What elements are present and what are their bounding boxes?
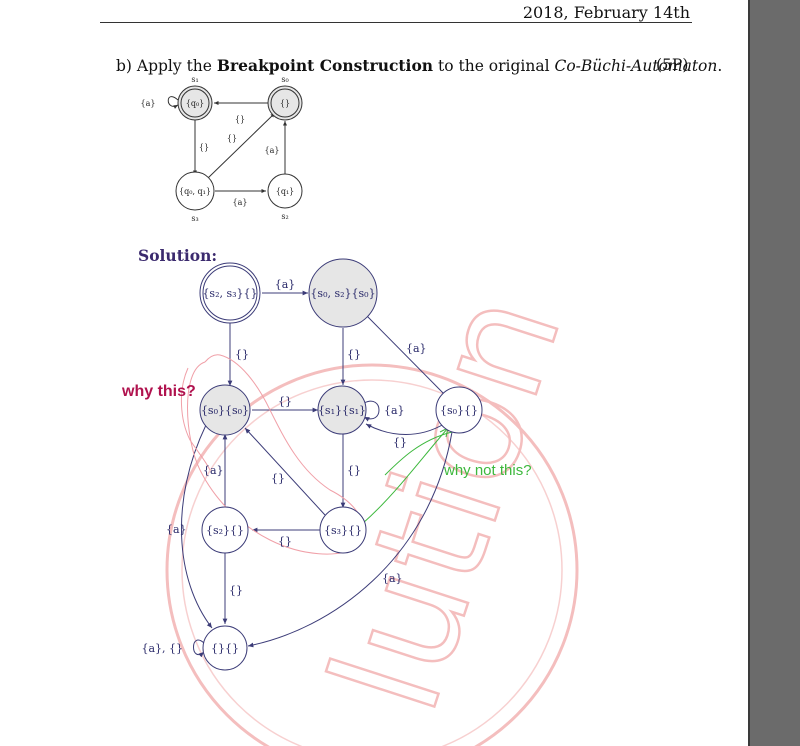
- orig-edge-self-loop: [167, 96, 179, 109]
- orig-edge-label-s1-s3: {}: [199, 143, 209, 152]
- edge-B-E: [366, 315, 448, 398]
- state-A-inner: [202, 265, 258, 321]
- edge-label-F-C: {a}: [203, 464, 224, 477]
- orig-state-s0: [267, 85, 303, 121]
- annotation-why-this: why this?: [121, 383, 196, 400]
- original-automaton: [167, 85, 303, 211]
- edge-label-G-C: {}: [271, 472, 285, 485]
- edge-label-A-C: {}: [235, 348, 249, 361]
- state-C-label: {s₀}{s₀}: [201, 404, 249, 417]
- original-labels: {q₀} s₁ {} s₀ {q₀, q₁} s₃ {q₁} s₂ {a} {}…: [141, 75, 295, 223]
- state-C: [199, 384, 251, 436]
- edge-label-C-H: {a}: [166, 523, 187, 536]
- state-E: [435, 386, 483, 434]
- solution-edge-labels: {a} {} {} {a} {} {a} {} {} {a} {} {} {} …: [141, 278, 426, 655]
- task-prefix: b) Apply the: [116, 57, 217, 75]
- solution-states: [199, 258, 483, 671]
- state-B-label: {s₀, s₂}{s₀}: [310, 287, 375, 300]
- task-suffix: .: [717, 57, 723, 75]
- solution-title: Solution:: [138, 246, 218, 265]
- task-statement: b) Apply the Breakpoint Construction to …: [116, 56, 722, 75]
- state-F-label: {s₂}{}: [206, 524, 244, 537]
- edge-D-loop: [363, 400, 380, 422]
- state-G-label: {s₃}{}: [324, 524, 362, 537]
- state-D: [317, 385, 367, 435]
- edge-label-E-D: {}: [393, 436, 407, 449]
- state-A-label: {s₂, s₃}{}: [202, 287, 257, 300]
- orig-label-s3: {q₀, q₁}: [179, 187, 211, 196]
- header-rule: [100, 22, 692, 23]
- orig-state-s0-inner: [270, 88, 300, 118]
- orig-name-s3: s₃: [191, 214, 198, 223]
- edge-H-loop: [193, 639, 205, 658]
- state-D-label: {s₁}{s₁}: [318, 404, 366, 417]
- diagram-canvas: lution {q₀} s₁ {} s₀: [121, 75, 597, 746]
- annotation-why-not-this: why not this?: [443, 462, 532, 479]
- header-date: 2018, February 14th: [522, 3, 690, 22]
- state-B: [308, 258, 378, 328]
- task-bold: Breakpoint Construction: [216, 56, 434, 75]
- task-italic: Co-Büchi-Automaton: [554, 57, 718, 75]
- edge-label-D-loop: {a}: [384, 404, 405, 417]
- edge-G-C: [244, 427, 326, 516]
- solution-state-labels: {s₂, s₃}{} {s₀, s₂}{s₀} {s₀}{s₀} {s₁}{s₁…: [201, 287, 478, 655]
- state-G: [319, 506, 367, 554]
- paper-page: 2018, February 14th b) Apply the Breakpo…: [0, 0, 750, 746]
- orig-loop-label: {a}: [141, 99, 156, 108]
- edge-label-C-D: {}: [278, 395, 292, 408]
- edge-E-D: [365, 423, 445, 435]
- solution-edges: [180, 290, 453, 658]
- edge-E-H: [247, 431, 453, 648]
- orig-edge-label-s3-s0: {}: [227, 134, 237, 143]
- state-E-label: {s₀}{}: [440, 404, 478, 417]
- task-points: (5P): [656, 56, 689, 74]
- edge-label-B-E: {a}: [406, 342, 427, 355]
- orig-label-s1: {q₀}: [186, 99, 205, 108]
- edge-label-D-G: {}: [347, 464, 361, 477]
- orig-state-s1-inner: [180, 88, 210, 118]
- green-arrow-trace: [384, 431, 453, 476]
- edge-label-F-H: {}: [229, 584, 243, 597]
- edge-label-A-B: {a}: [275, 278, 296, 291]
- orig-edge-label-s0-s1: {}: [235, 115, 245, 124]
- orig-label-s2: {q₁}: [276, 187, 295, 196]
- task-mid: to the original: [433, 57, 555, 75]
- orig-state-s1: [177, 85, 213, 121]
- orig-name-s2: s₂: [281, 212, 288, 221]
- state-H: [202, 625, 248, 671]
- edge-C-H: [180, 424, 213, 629]
- state-H-label: {}{}: [211, 642, 239, 655]
- edge-label-H-loop: {a}, {}: [141, 642, 183, 655]
- edge-label-B-D: {}: [347, 348, 361, 361]
- orig-edge-label-s3-s2: {a}: [233, 198, 248, 207]
- state-F: [201, 506, 249, 554]
- orig-name-s1: s₁: [191, 75, 198, 84]
- edge-label-E-H: {a}: [382, 572, 403, 585]
- orig-state-s3: [175, 171, 215, 211]
- red-loop-annotation: [180, 367, 211, 471]
- orig-state-s2: [267, 173, 303, 209]
- orig-edge-s3-s0: [207, 112, 276, 179]
- orig-label-s0: {}: [280, 99, 290, 108]
- state-A: [199, 262, 261, 324]
- green-arrow-line: [361, 427, 449, 525]
- orig-name-s0: s₀: [281, 75, 288, 84]
- edge-label-G-F: {}: [278, 535, 292, 548]
- orig-edge-label-s2-s0: {a}: [265, 146, 280, 155]
